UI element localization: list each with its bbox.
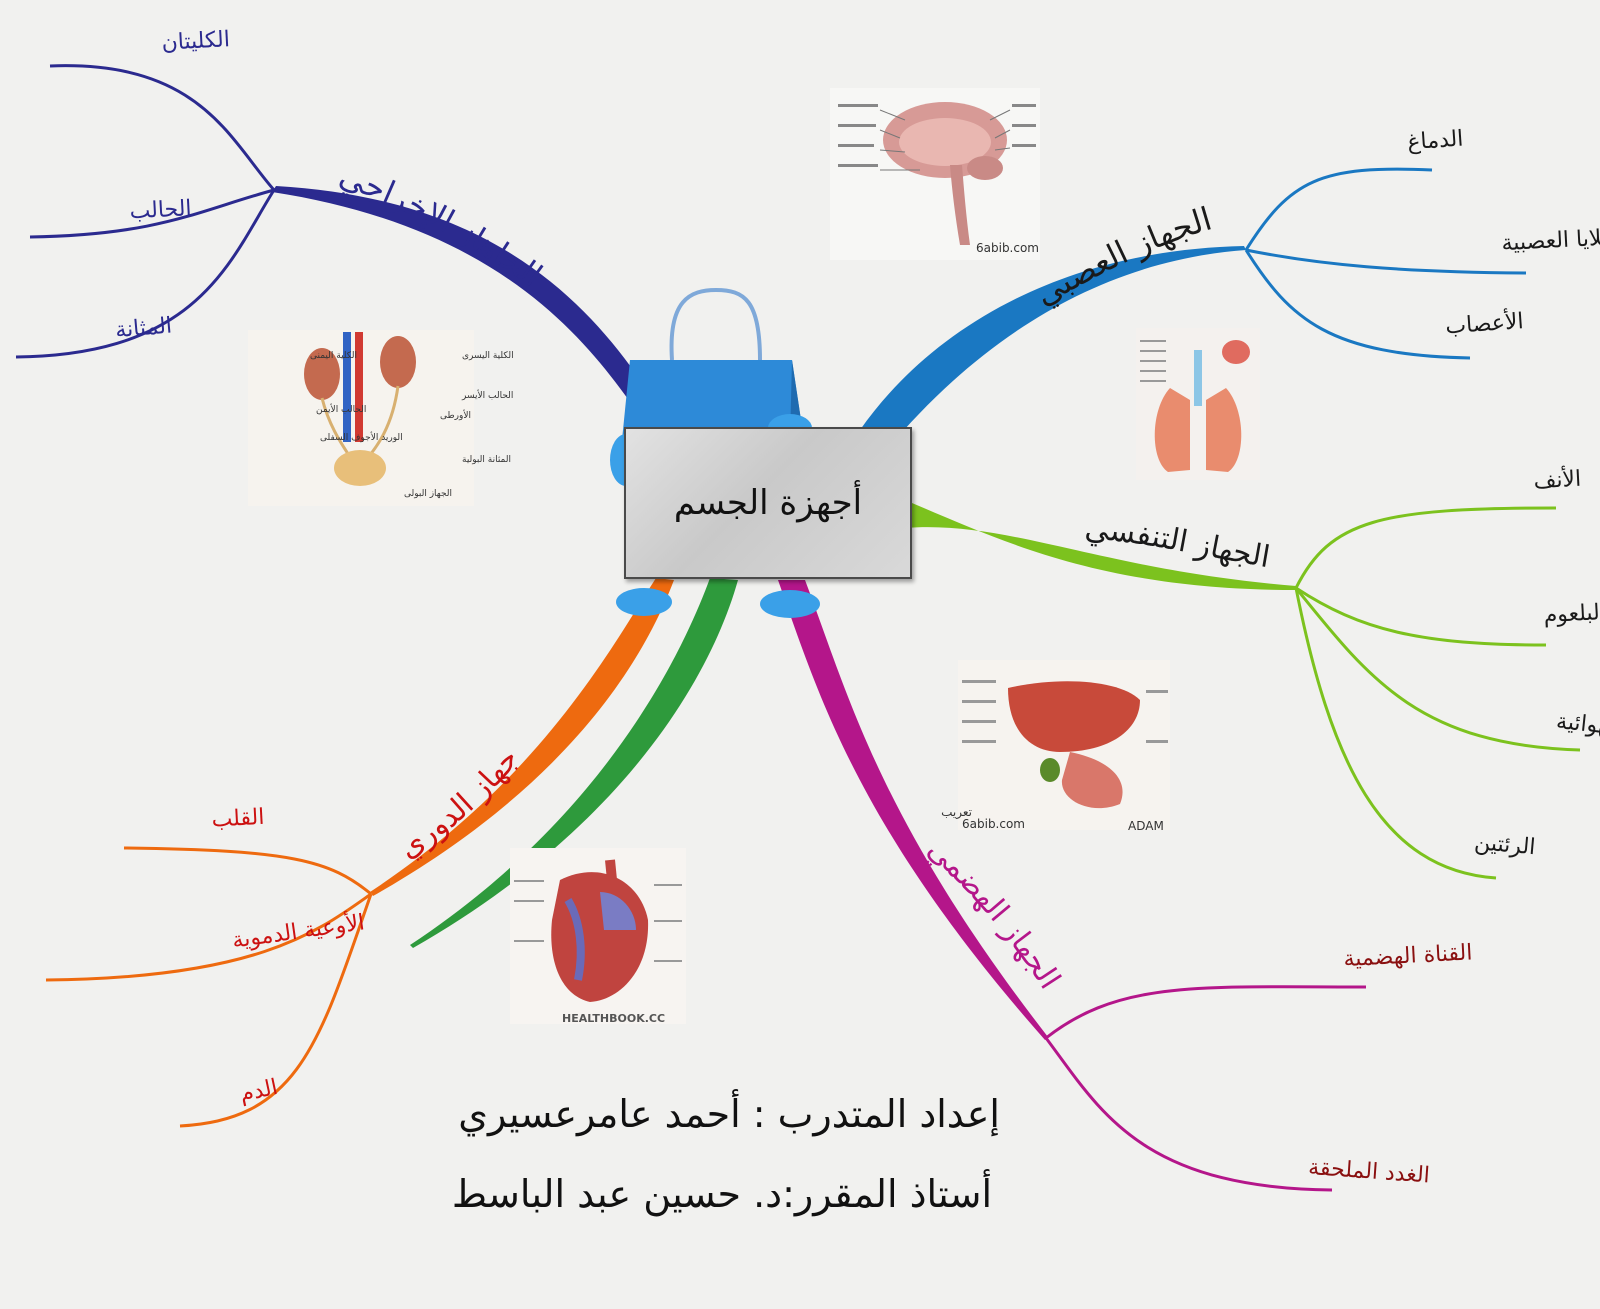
bag-handle <box>669 287 762 361</box>
bag-body <box>622 360 804 440</box>
kidney-illustration: الكلية اليمنى الكلية اليسرى الحالب الأيم… <box>248 330 514 506</box>
svg-text:6abib.com: 6abib.com <box>962 817 1025 831</box>
credit-author: إعداد المتدرب : أحمد عامرعسيري <box>458 1092 1000 1136</box>
svg-text:الحالب الأيمن: الحالب الأيمن <box>316 403 366 415</box>
credit-instructor: أستاذ المقرر:د. حسين عبد الباسط <box>451 1172 992 1216</box>
svg-text:الجهاز البولى: الجهاز البولى <box>404 489 452 499</box>
svg-text:الكلية اليسرى: الكلية اليسرى <box>462 351 514 361</box>
leaf-trachea: القصبة الهوائية <box>1555 709 1600 748</box>
svg-text:تعريب: تعريب <box>941 805 972 820</box>
branch-nervous-ribbon <box>860 246 1246 458</box>
svg-text:6abib.com: 6abib.com <box>976 241 1039 255</box>
leaf-blood-vessels: الأوعية الدموية <box>230 908 366 953</box>
digestive-illustration: 6abib.com تعريب ADAM <box>941 660 1170 833</box>
center-title: أجهزة الجسم <box>673 483 863 523</box>
leaf-bladder: المثانة <box>114 313 173 343</box>
branch-label-excretory: الجاهاز الإخراجي <box>334 156 549 294</box>
svg-text:المثانة البولية: المثانة البولية <box>462 455 511 465</box>
lungs-illustration <box>1136 328 1260 480</box>
svg-text:الكلية اليمنى: الكلية اليمنى <box>310 351 357 361</box>
leaf-brain: الدماغ <box>1407 126 1465 155</box>
svg-text:الحالب الأيسر: الحالب الأيسر <box>461 389 513 401</box>
left-foot-icon <box>616 588 672 616</box>
digestive-sub-branches <box>1044 985 1367 1192</box>
leaf-kidneys: الكليتان <box>161 27 231 56</box>
leaf-heart: القلب <box>211 805 265 833</box>
svg-text:الأورطى: الأورطى <box>440 409 471 421</box>
svg-text:HEALTHBOOK.CC: HEALTHBOOK.CC <box>562 1012 665 1025</box>
leaf-blood: الدم <box>238 1075 280 1107</box>
svg-text:الوريد الأجوف السفلى: الوريد الأجوف السفلى <box>320 431 403 443</box>
brain-illustration: 6abib.com <box>830 88 1040 260</box>
leaf-neurons: الخلايا العصبية <box>1501 225 1600 257</box>
heart-illustration: HEALTHBOOK.CC <box>510 848 686 1025</box>
branch-extra-ribbon <box>410 578 738 948</box>
leaf-lungs: الرئتين <box>1473 830 1536 860</box>
leaf-accessory-glands: الغدد الملحقة <box>1307 1155 1430 1188</box>
branch-digestive-ribbon <box>778 580 1048 1040</box>
leaf-nerves: الأعصاب <box>1444 307 1524 339</box>
circulatory-sub-branches <box>45 846 373 1128</box>
leaf-nose: الأنف <box>1533 465 1582 494</box>
leaf-digestive-tract: القناة الهضمية <box>1343 940 1473 972</box>
branch-excretory-ribbon <box>272 186 668 430</box>
leaf-pharynx: البلعوم <box>1543 600 1600 628</box>
right-foot-icon <box>760 590 820 618</box>
respiratory-sub-branches <box>1294 506 1581 880</box>
center-node: أجهزة الجسم <box>624 427 912 579</box>
svg-text:ADAM: ADAM <box>1128 819 1164 833</box>
nervous-sub-branches <box>1244 167 1527 360</box>
excretory-sub-branches <box>15 64 276 359</box>
leaf-ureter: الحالب <box>129 196 192 224</box>
